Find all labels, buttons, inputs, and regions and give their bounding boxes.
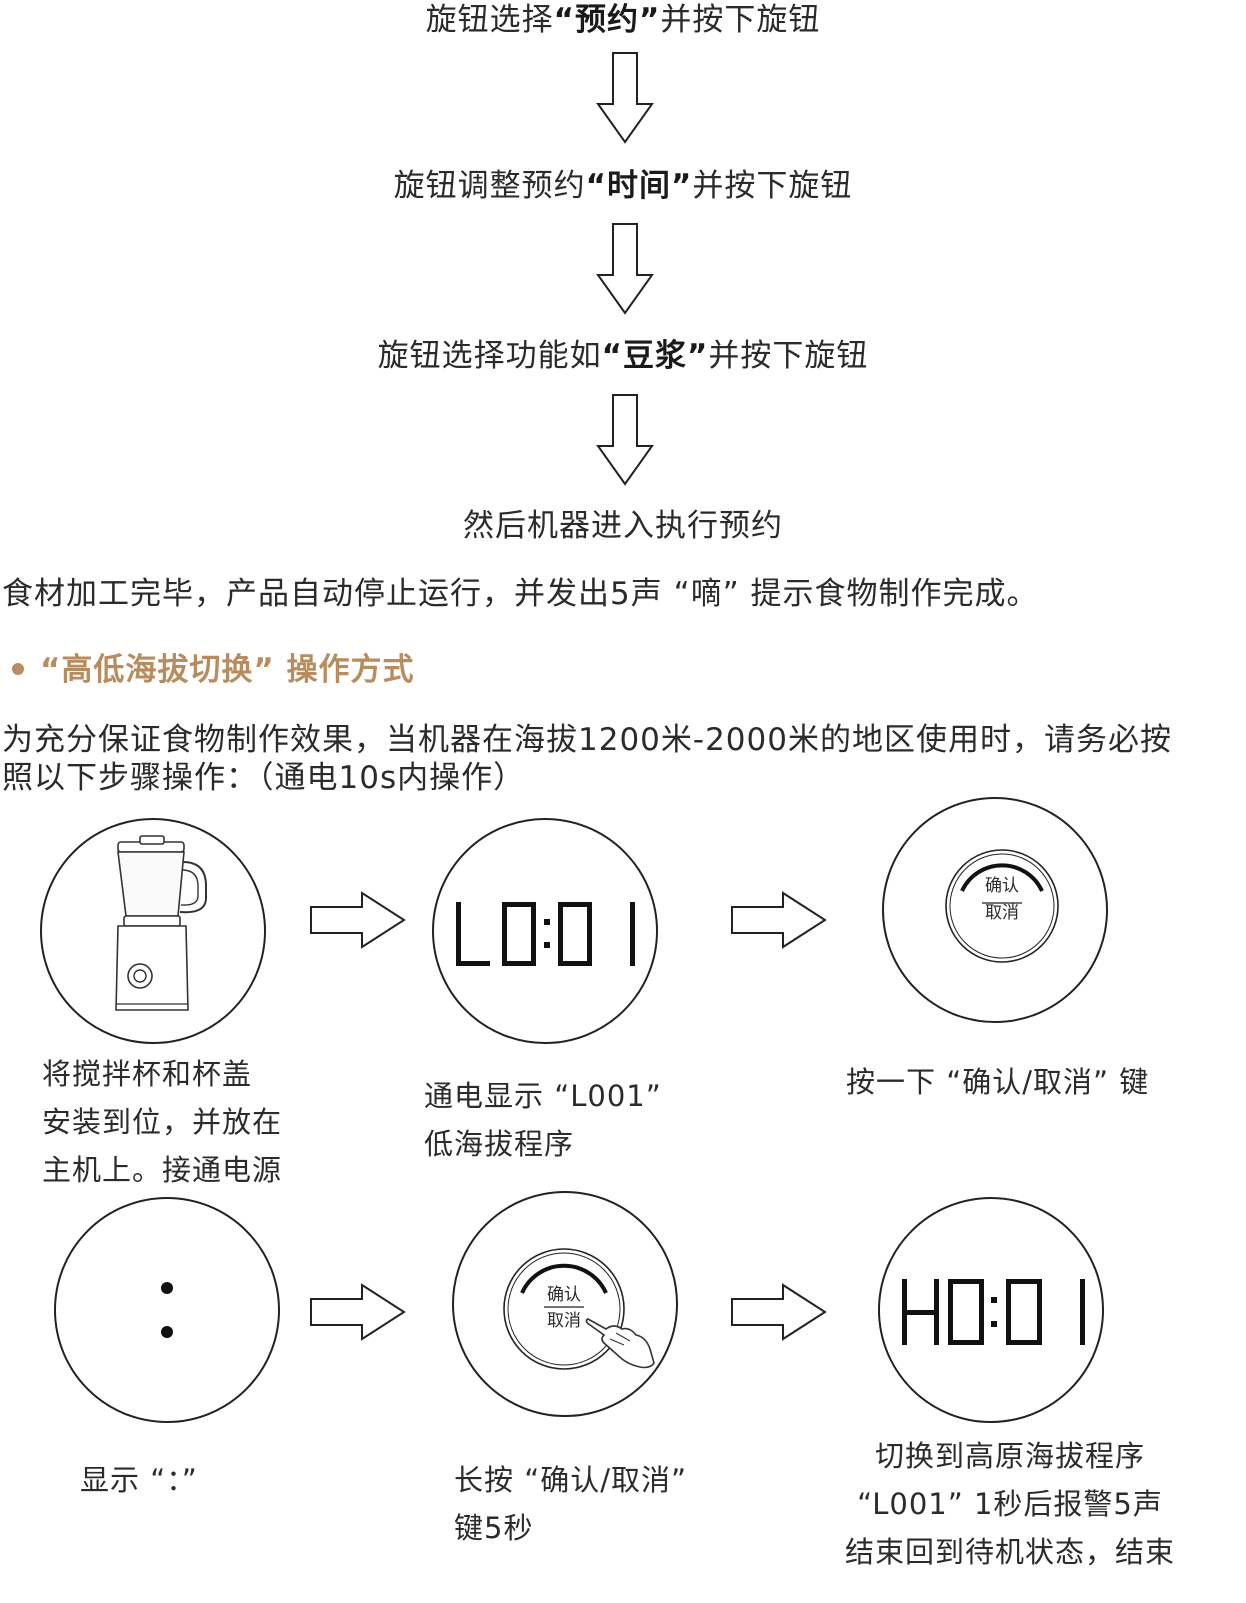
- step-5-circle: 确认 取消: [452, 1191, 678, 1417]
- step-1-caption-line-1: 将搅拌杯和杯盖: [42, 1057, 253, 1091]
- step-5-caption-line-2: 键5秒: [454, 1511, 534, 1545]
- button-label-confirm: 确认: [985, 876, 1019, 896]
- step-5-caption-line-1: 长按 “确认/取消”: [454, 1463, 688, 1497]
- completion-text: 食材加工完毕，产品自动停止运行，并发出5声 “嘀” 提示食物制作完成。: [2, 576, 1039, 612]
- right-arrow-icon: [310, 1283, 406, 1341]
- step-6-caption-line-3: 结束回到待机状态，结束: [844, 1535, 1175, 1569]
- right-arrow-icon: [731, 1283, 827, 1341]
- flow-step-3: 旋钮选择功能如“豆浆”并按下旋钮: [0, 336, 1246, 376]
- lcd-display-h0-01: [902, 1279, 1085, 1345]
- step-2-circle: [432, 818, 658, 1044]
- flow-step-1: 旋钮选择“预约”并按下旋钮: [0, 0, 1246, 40]
- flow-step-2-em: “时间”: [585, 168, 693, 204]
- step-2-caption-line-1: 通电显示 “L001”: [424, 1079, 662, 1113]
- confirm-cancel-button-icon: [945, 849, 1059, 963]
- lcd-display-colon: [161, 1282, 173, 1338]
- flow-step-2: 旋钮调整预约“时间”并按下旋钮: [0, 166, 1246, 206]
- section-title: “高低海拔切换” 操作方式: [8, 650, 415, 690]
- step-3-caption-line-1: 按一下 “确认/取消” 键: [846, 1065, 1150, 1099]
- flow-step-1-pre: 旋钮选择: [425, 2, 554, 38]
- step-1-caption-line-2: 安装到位，并放在: [42, 1105, 283, 1139]
- blender-icon: [115, 835, 207, 1011]
- step-3-circle: 确认 取消: [882, 797, 1108, 1023]
- right-arrow-icon: [731, 891, 827, 949]
- flow-step-4: 然后机器进入执行预约: [463, 508, 783, 544]
- intro-line-2: 照以下步骤操作：（通电10s内操作）: [2, 760, 526, 796]
- hand-pointer-icon: [585, 1318, 655, 1369]
- step-1-caption-line-3: 主机上。接通电源: [42, 1153, 283, 1187]
- step-6-caption-line-2: “L001” 1秒后报警5声: [857, 1487, 1163, 1521]
- down-arrow-icon: [596, 394, 654, 486]
- flow-step-1-post: 并按下旋钮: [660, 2, 821, 38]
- down-arrow-icon: [596, 223, 654, 315]
- step-6-circle: [878, 1197, 1104, 1423]
- step-6-caption: 切换到高原海拔程序 “L001” 1秒后报警5声 结束回到待机状态，结束: [800, 1432, 1220, 1576]
- flow-step-3-post: 并按下旋钮: [708, 338, 869, 374]
- step-1-circle: [40, 818, 266, 1044]
- step-3-caption: 按一下 “确认/取消” 键: [846, 1058, 1149, 1106]
- right-arrow-icon: [310, 891, 406, 949]
- step-4-circle: [54, 1197, 280, 1423]
- flow-step-2-pre: 旋钮调整预约: [393, 168, 586, 204]
- flow-step-3-em: “豆浆”: [601, 338, 709, 374]
- button-label-confirm: 确认: [547, 1285, 581, 1305]
- step-2-caption: 通电显示 “L001” 低海拔程序: [424, 1072, 662, 1168]
- step-1-caption: 将搅拌杯和杯盖 安装到位，并放在 主机上。接通电源: [42, 1050, 282, 1194]
- button-label-cancel: 取消: [985, 903, 1019, 923]
- flow-step-1-em: “预约”: [553, 2, 661, 38]
- flow-step-3-pre: 旋钮选择功能如: [377, 338, 602, 374]
- step-4-caption-line-1: 显示 “：”: [80, 1463, 198, 1497]
- step-6-caption-line-1: 切换到高原海拔程序: [874, 1439, 1145, 1473]
- bullet-dot-icon: [12, 662, 24, 675]
- intro-line-1: 为充分保证食物制作效果，当机器在海拔1200米-2000米的地区使用时，请务必按: [2, 722, 1172, 758]
- long-press-button-icon: [503, 1248, 655, 1370]
- step-5-caption: 长按 “确认/取消” 键5秒: [454, 1456, 687, 1552]
- button-label-cancel: 取消: [547, 1311, 581, 1331]
- section-title-text: “高低海拔切换” 操作方式: [40, 652, 415, 688]
- step-4-caption: 显示 “：”: [80, 1456, 198, 1504]
- lcd-display-l0-01: [456, 902, 635, 966]
- down-arrow-icon: [596, 52, 654, 144]
- flow-step-2-post: 并按下旋钮: [692, 168, 853, 204]
- step-2-caption-line-2: 低海拔程序: [424, 1127, 575, 1161]
